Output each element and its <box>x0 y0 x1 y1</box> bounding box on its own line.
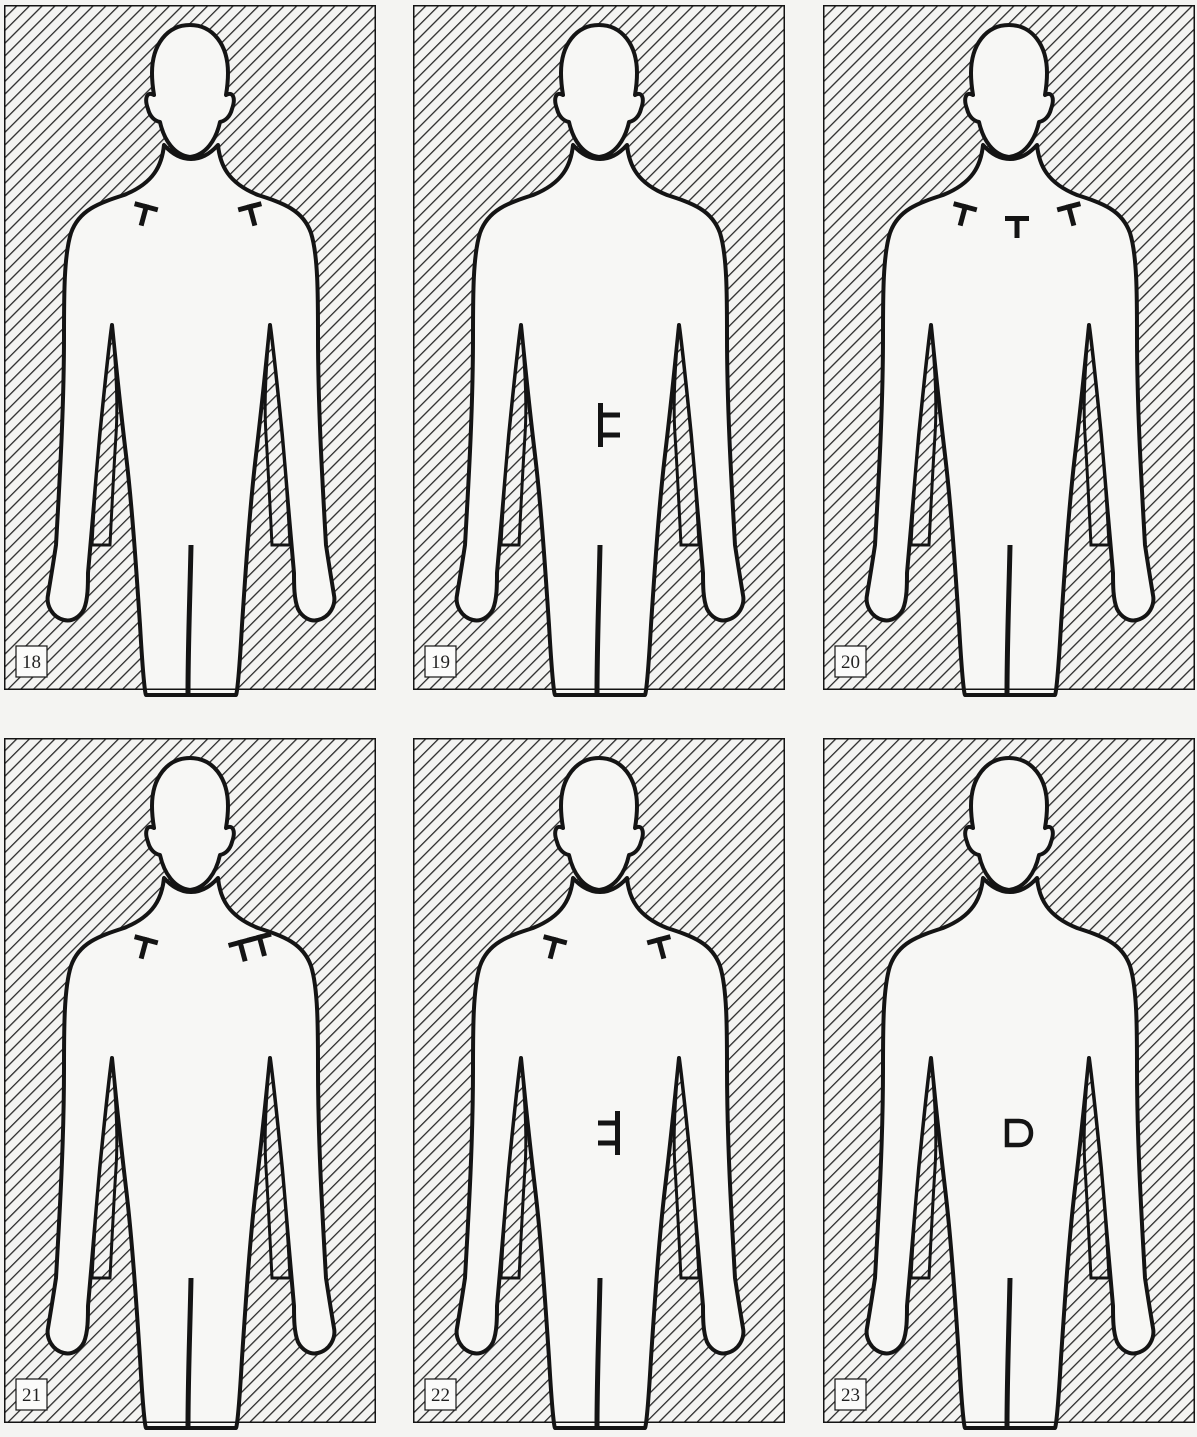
figure-panel: 19 <box>413 5 785 695</box>
panel-number: 21 <box>16 1379 47 1410</box>
figure-panel: 21 <box>4 738 376 1428</box>
panel-number-label: 21 <box>22 1385 41 1406</box>
leg-gap <box>1007 1278 1010 1428</box>
panel-number: 22 <box>425 1379 456 1410</box>
figure-panel: 18 <box>4 5 376 695</box>
panel-number-label: 22 <box>431 1385 450 1406</box>
panel-number: 18 <box>16 646 47 677</box>
panel-number-label: 20 <box>841 652 860 673</box>
leg-gap <box>188 1278 191 1428</box>
figure-panel: 20 <box>823 5 1195 695</box>
panel-number: 23 <box>835 1379 866 1410</box>
leg-gap <box>597 545 600 695</box>
figure-panel: 23 <box>823 738 1195 1428</box>
leg-gap <box>1007 545 1010 695</box>
leg-gap <box>597 1278 600 1428</box>
panel-number-label: 23 <box>841 1385 860 1406</box>
panel-number-label: 19 <box>431 652 450 673</box>
figure-panel: 22 <box>413 738 785 1428</box>
leg-gap <box>188 545 191 695</box>
panel-number: 20 <box>835 646 866 677</box>
panel-number: 19 <box>425 646 456 677</box>
panel-number-label: 18 <box>22 652 41 673</box>
